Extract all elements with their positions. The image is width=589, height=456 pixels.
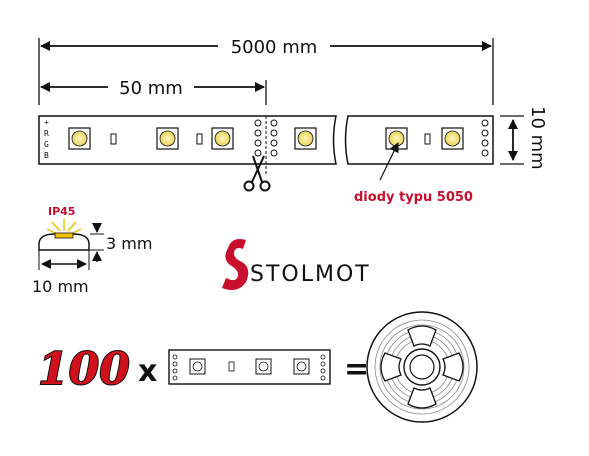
terminal-plus: + [44,118,49,127]
profile-width-label: 10 mm [32,277,89,296]
light-rays-icon [46,219,82,235]
led-chip [68,127,91,150]
terminal-g: G [44,140,49,149]
count-label: 100 [38,344,130,395]
strip-segment [168,349,331,385]
reel-icon [366,311,478,423]
brand-logo: STOLMOT [222,239,371,290]
scissors-icon [243,155,271,192]
ip-rating-label: IP45 [48,205,75,218]
terminal-b: B [44,151,49,160]
strip-left-section [38,115,337,165]
solder-pads [254,119,278,157]
strip-width-label: 10 mm [527,106,548,170]
arrow-icon [379,142,399,181]
diode-type-label: diody typu 5050 [354,190,473,205]
led-chip [294,127,317,150]
diode-annotation: diody typu 5050 [354,142,473,205]
segment-length-dimension: 50 mm [40,78,267,105]
resistor [424,133,431,145]
terminal-labels: + R G B [44,118,49,160]
terminal-r: R [44,129,49,138]
resistor [196,133,203,145]
led-chip [156,127,179,150]
brand-name: STOLMOT [250,262,371,287]
led-chip [211,127,234,150]
strip-right-section [344,115,494,165]
segment-length-label: 50 mm [119,78,183,99]
solder-pads [481,119,489,157]
resistor [110,133,117,145]
times-label: x [138,354,157,389]
profile-height-label: 3 mm [106,234,152,253]
equation: 100 x = [37,311,478,423]
profile-led [54,232,74,239]
total-length-dimension: 5000 mm [38,37,494,105]
ip-profile: IP45 10 mm 3 mm [32,205,152,296]
total-length-label: 5000 mm [231,37,318,58]
strip-width-dimension: 10 mm [500,106,548,170]
logo-icon [222,239,249,290]
led-chip [441,127,464,150]
equals-label: = [344,352,369,387]
led-strip: + R G B [38,115,494,175]
